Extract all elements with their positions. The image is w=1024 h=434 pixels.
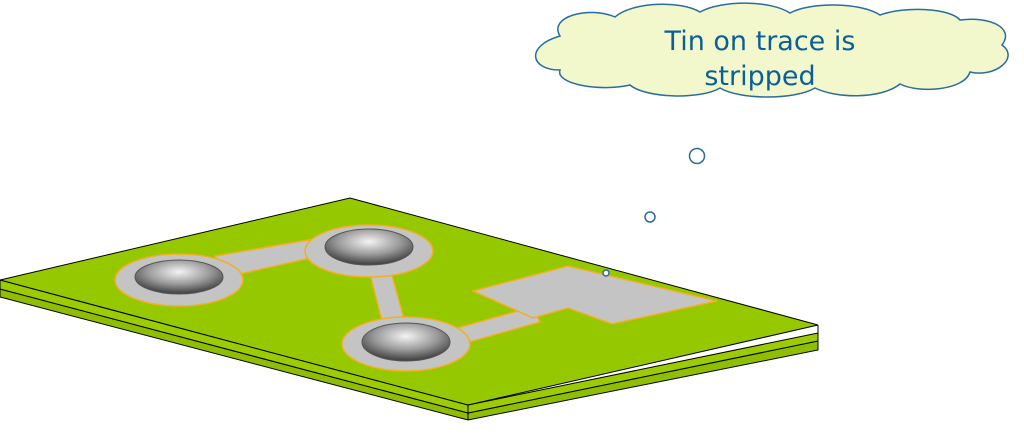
pad-bottom bbox=[341, 316, 471, 372]
thought-dot-small bbox=[602, 269, 610, 277]
circuit-board bbox=[0, 197, 819, 421]
copper-traces bbox=[214, 237, 542, 347]
callout-line-2: stripped bbox=[704, 61, 816, 92]
callout-text: Tin on trace is stripped bbox=[640, 24, 880, 94]
hole-left bbox=[134, 259, 224, 295]
thought-dot-large bbox=[688, 147, 706, 165]
pad-left bbox=[114, 253, 244, 307]
thought-dot-medium bbox=[644, 211, 656, 223]
callout-line-1: Tin on trace is bbox=[664, 26, 856, 57]
pad-top bbox=[304, 224, 434, 278]
hole-top bbox=[324, 228, 414, 266]
callout-cloud bbox=[534, 2, 1009, 98]
hole-bottom bbox=[361, 322, 451, 362]
smd-pad bbox=[470, 265, 718, 325]
